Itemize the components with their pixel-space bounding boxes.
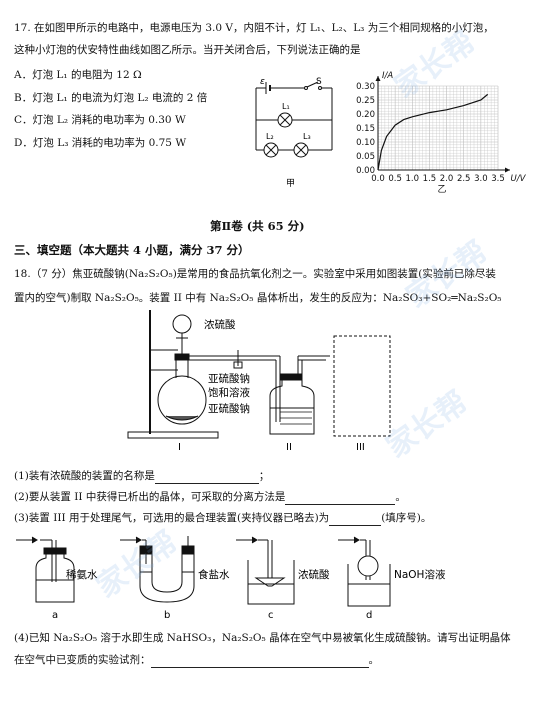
q18-sub4-end: 。 bbox=[368, 654, 380, 666]
y-tick-label: 0.00 bbox=[356, 166, 375, 176]
q18-sub2: (2)要从装置 II 中获得已析出的晶体，可采取的分离方法是 。 bbox=[14, 491, 406, 505]
q18-sub3-end: (填序号)。 bbox=[381, 512, 432, 524]
q17-option-a: A．灯泡 L₁ 的电阻为 12 Ω bbox=[14, 69, 142, 81]
x-tick-label: 3.0 bbox=[474, 174, 488, 184]
section3-title: 三、填空题（本大题共 4 小题，满分 37 分） bbox=[14, 243, 250, 257]
q17-stem-line1: 17. 在如图甲所示的电路中，电源电压为 3.0 V，内阻不计，灯 L₁、L₂、… bbox=[14, 22, 494, 34]
y-tick-label: 0.25 bbox=[356, 96, 375, 106]
switch-label: S bbox=[316, 77, 322, 87]
x-axis-label: U/V bbox=[511, 174, 526, 184]
q18-sub4-text: 在空气中已变质的实验试剂： bbox=[14, 654, 151, 666]
q18-sub3-text: (3)装置 III 用于处理尾气，可选用的最合理装置(夹持仪器已略去)为 bbox=[14, 512, 330, 524]
y-tick-label: 0.30 bbox=[356, 82, 375, 92]
option-d-letter: d bbox=[366, 610, 372, 621]
option-c-liquid: 浓硫酸 bbox=[298, 568, 330, 581]
q18-sub4-line2: 在空气中已变质的实验试剂： 。 bbox=[14, 654, 379, 668]
circuit-diagram: ε S L₁ L₂ L₃ 甲 bbox=[255, 77, 333, 189]
x-tick-label: 1.0 bbox=[406, 174, 420, 184]
q18-sub4-line1: (4)已知 Na₂S₂O₅ 溶于水即生成 NaHSO₃，Na₂S₂O₅ 晶体在空… bbox=[14, 632, 511, 644]
acid-label: 浓硫酸 bbox=[204, 318, 236, 331]
solution-label-2: 饱和溶液 bbox=[208, 386, 250, 399]
x-tick-label: 0.5 bbox=[388, 174, 402, 184]
x-tick-label: 0.0 bbox=[371, 174, 385, 184]
y-tick-label: 0.05 bbox=[356, 152, 375, 162]
apparatus-label-3: III bbox=[356, 442, 365, 453]
option-c-letter: c bbox=[268, 610, 274, 621]
option-b-letter: b bbox=[164, 610, 170, 621]
option-d-liquid: NaOH溶液 bbox=[394, 568, 446, 581]
q18-sub3: (3)装置 III 用于处理尾气，可选用的最合理装置(夹持仪器已略去)为 (填序… bbox=[14, 512, 431, 526]
circuit-caption: 甲 bbox=[286, 178, 295, 189]
tail-gas-options: 稀氨水 食盐水 浓硫酸 NaOH溶液 a b c d bbox=[16, 536, 446, 621]
experiment-apparatus: 浓硫酸 亚硫酸钠 饱和溶液 亚硫酸钠 I II III bbox=[127, 310, 391, 453]
x-axis-arrow bbox=[505, 167, 510, 173]
q18-sub1-text: (1)装有浓硫酸的装置的名称是 bbox=[14, 470, 155, 482]
x-tick-label: 2.0 bbox=[440, 174, 454, 184]
solid-label: 亚硫酸钠 bbox=[208, 402, 250, 415]
section2-title: 第Ⅱ卷 (共 65 分) bbox=[210, 219, 305, 233]
y-tick-label: 0.10 bbox=[356, 138, 375, 148]
y-axis-arrow bbox=[375, 76, 381, 81]
option-a-liquid: 稀氨水 bbox=[66, 568, 98, 581]
apparatus-label-1: I bbox=[178, 442, 181, 453]
l1-label: L₁ bbox=[282, 102, 290, 111]
q18-sub3-blank[interactable] bbox=[329, 512, 382, 526]
q18-sub1-blank[interactable] bbox=[154, 470, 259, 484]
x-tick-label: 2.5 bbox=[457, 174, 471, 184]
q18-sub1-end: ； bbox=[258, 470, 270, 482]
q18-sub1: (1)装有浓硫酸的装置的名称是 ； bbox=[14, 470, 269, 484]
q17-option-d: D．灯泡 L₃ 消耗的电功率为 0.75 W bbox=[14, 137, 187, 149]
y-axis-label: I/A bbox=[382, 71, 393, 81]
emf-label: ε bbox=[260, 77, 265, 87]
y-tick-label: 0.15 bbox=[356, 124, 375, 134]
apparatus-label-2: II bbox=[286, 442, 292, 453]
q18-sub4-blank[interactable] bbox=[150, 654, 369, 668]
q17-option-b: B．灯泡 L₁ 的电流为灯泡 L₂ 电流的 2 倍 bbox=[14, 92, 208, 104]
q18-line2: 置内的空气)制取 Na₂S₂O₅。装置 II 中有 Na₂S₂O₅ 晶体析出，发… bbox=[14, 292, 502, 304]
q17-option-c: C．灯泡 L₂ 消耗的电功率为 0.30 W bbox=[14, 114, 186, 126]
chart-caption: 乙 bbox=[437, 184, 446, 194]
q18-line1: 18.（7 分）焦亚硫酸钠(Na₂S₂O₅)是常用的食品抗氧化剂之一。实验室中采… bbox=[14, 268, 496, 280]
x-tick-label: 3.5 bbox=[491, 174, 505, 184]
y-tick-label: 0.20 bbox=[356, 110, 375, 120]
option-b-liquid: 食盐水 bbox=[198, 568, 230, 581]
l2-label: L₂ bbox=[266, 132, 274, 141]
q18-sub2-blank[interactable] bbox=[285, 491, 396, 505]
iv-curve bbox=[377, 93, 489, 171]
l3-label: L₃ bbox=[303, 132, 311, 141]
x-tick-label: 1.5 bbox=[423, 174, 437, 184]
solution-label-1: 亚硫酸钠 bbox=[208, 372, 250, 385]
q18-sub2-end: 。 bbox=[395, 491, 406, 503]
q18-sub2-text: (2)要从装置 II 中获得已析出的晶体，可采取的分离方法是 bbox=[14, 491, 286, 503]
option-a-letter: a bbox=[52, 610, 58, 621]
q17-stem-line2: 这种小灯泡的伏安特性曲线如图乙所示。当开关闭合后，下列说法正确的是 bbox=[14, 44, 361, 56]
